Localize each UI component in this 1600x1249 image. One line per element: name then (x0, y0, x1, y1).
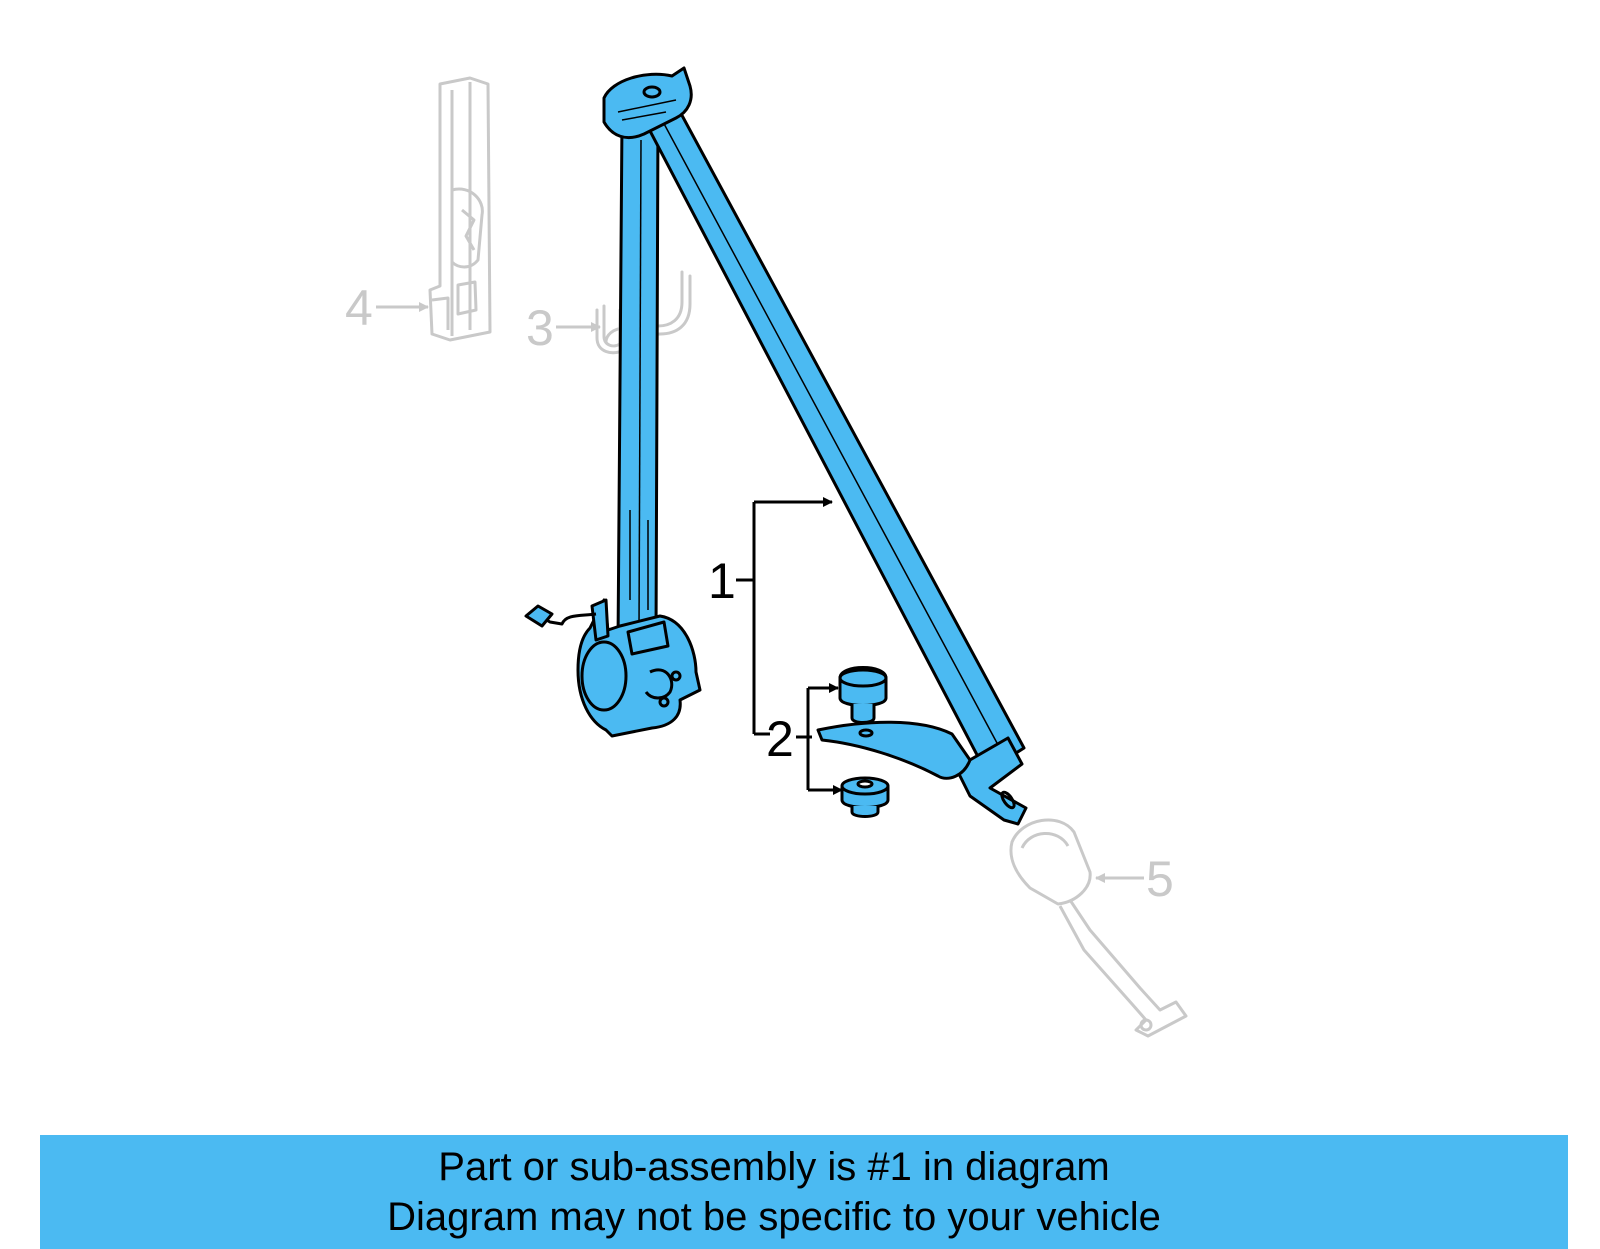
svg-text:3: 3 (526, 300, 554, 356)
anchor-cover-part (816, 666, 972, 818)
svg-text:2: 2 (766, 711, 794, 767)
height-adjuster-part (428, 76, 492, 342)
buckle-part (1009, 818, 1188, 1038)
banner-line-1: Part or sub-assembly is #1 in diagram (438, 1145, 1110, 1189)
banner-line-2: Diagram may not be specific to your vehi… (387, 1195, 1161, 1239)
seat-belt-assembly-part (524, 66, 1028, 826)
svg-text:4: 4 (345, 280, 373, 336)
svg-text:1: 1 (708, 553, 736, 609)
callout-4: 4 (345, 280, 429, 336)
callout-2: 2 (766, 683, 843, 795)
callout-1: 1 (708, 497, 833, 736)
info-banner: Part or sub-assembly is #1 in diagram Di… (40, 1135, 1568, 1249)
callout-5: 5 (1095, 851, 1174, 907)
svg-text:5: 5 (1146, 851, 1174, 907)
callout-3: 3 (526, 300, 601, 356)
